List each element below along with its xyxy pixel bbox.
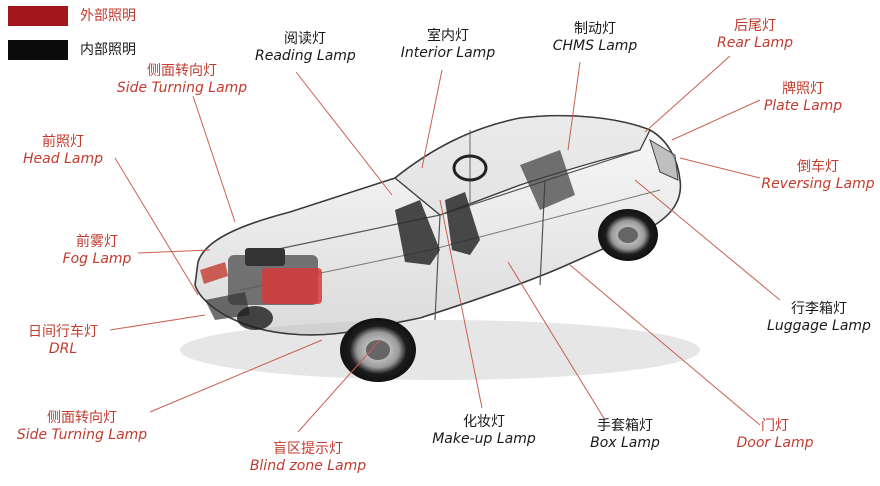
label-drl-en: DRL (48, 341, 78, 357)
label-chms-en: CHMS Lamp (552, 38, 638, 54)
label-rear-zh: 后尾灯 (734, 18, 776, 34)
label-drl: 日间行车灯 DRL (18, 324, 108, 358)
label-head-zh: 前照灯 (42, 134, 84, 150)
label-luggage-zh: 行李箱灯 (791, 301, 847, 317)
label-reversing-lamp: 倒车灯 Reversing Lamp (760, 159, 876, 193)
label-blind-zh: 盲区提示灯 (273, 441, 343, 457)
label-blind-zone-lamp: 盲区提示灯 Blind zone Lamp (246, 441, 370, 475)
label-interior-zh: 室内灯 (427, 28, 469, 44)
label-chms-zh: 制动灯 (574, 21, 616, 37)
leader-makeup (439, 199, 483, 409)
legend-label-interior: 内部照明 (80, 42, 136, 58)
label-reading-zh: 阅读灯 (284, 31, 326, 47)
leader-side-turning-bottom (149, 339, 323, 413)
label-plate-zh: 牌照灯 (782, 81, 824, 97)
label-head-en: Head Lamp (23, 151, 103, 167)
label-plate-lamp: 牌照灯 Plate Lamp (758, 81, 848, 115)
leader-lines (109, 55, 781, 433)
label-chms-lamp: 制动灯 CHMS Lamp (545, 21, 645, 55)
label-reversing-zh: 倒车灯 (797, 159, 839, 175)
leader-luggage (634, 179, 781, 301)
label-door-zh: 门灯 (761, 418, 789, 434)
label-blind-en: Blind zone Lamp (249, 458, 367, 474)
leader-rear (644, 55, 731, 133)
legend-swatch-interior (8, 40, 68, 60)
label-side-turning-top-en: Side Turning Lamp (116, 80, 248, 96)
label-fog-lamp: 前雾灯 Fog Lamp (54, 234, 140, 268)
label-box-lamp: 手套箱灯 Box Lamp (580, 418, 670, 452)
leader-fog (137, 249, 211, 254)
leader-reading (295, 71, 393, 196)
label-box-zh: 手套箱灯 (597, 418, 653, 434)
rear-seats (520, 150, 575, 210)
label-luggage-en: Luggage Lamp (767, 318, 871, 334)
front-seats (395, 200, 440, 265)
leader-side-turning-top (192, 95, 236, 223)
label-box-en: Box Lamp (590, 435, 660, 451)
label-door-lamp: 门灯 Door Lamp (730, 418, 820, 452)
label-plate-en: Plate Lamp (763, 98, 843, 114)
leader-drl (109, 314, 206, 331)
label-makeup-lamp: 化妆灯 Make-up Lamp (428, 414, 540, 448)
label-makeup-en: Make-up Lamp (432, 431, 536, 447)
legend-swatch-exterior (8, 6, 68, 26)
label-door-en: Door Lamp (736, 435, 814, 451)
label-side-turning-top-zh: 侧面转向灯 (147, 63, 217, 79)
leader-reversing (679, 157, 761, 179)
label-side-turning-bottom-zh: 侧面转向灯 (47, 410, 117, 426)
leader-chms (567, 61, 581, 151)
label-interior-lamp: 室内灯 Interior Lamp (398, 28, 498, 62)
leader-interior (421, 69, 443, 169)
label-side-turning-bottom-en: Side Turning Lamp (16, 427, 148, 443)
label-reading-en: Reading Lamp (255, 48, 356, 64)
leader-door (569, 264, 761, 426)
label-side-turning-lamp-bottom: 侧面转向灯 Side Turning Lamp (12, 410, 152, 444)
label-drl-zh: 日间行车灯 (28, 324, 98, 340)
leader-box (507, 261, 606, 421)
label-reversing-en: Reversing Lamp (761, 176, 875, 192)
legend-label-exterior: 外部照明 (80, 8, 136, 24)
label-interior-en: Interior Lamp (400, 45, 496, 61)
label-head-lamp: 前照灯 Head Lamp (18, 134, 108, 168)
label-fog-en: Fog Lamp (62, 251, 132, 267)
label-rear-lamp: 后尾灯 Rear Lamp (708, 18, 802, 52)
leader-plate (671, 99, 761, 141)
label-luggage-lamp: 行李箱灯 Luggage Lamp (762, 301, 876, 335)
leader-blind (297, 339, 381, 433)
label-rear-en: Rear Lamp (716, 35, 794, 51)
label-reading-lamp: 阅读灯 Reading Lamp (255, 31, 356, 65)
label-side-turning-lamp-top: 侧面转向灯 Side Turning Lamp (112, 63, 252, 97)
label-makeup-zh: 化妆灯 (463, 414, 505, 430)
label-fog-zh: 前雾灯 (76, 234, 118, 250)
leader-head (114, 157, 199, 296)
